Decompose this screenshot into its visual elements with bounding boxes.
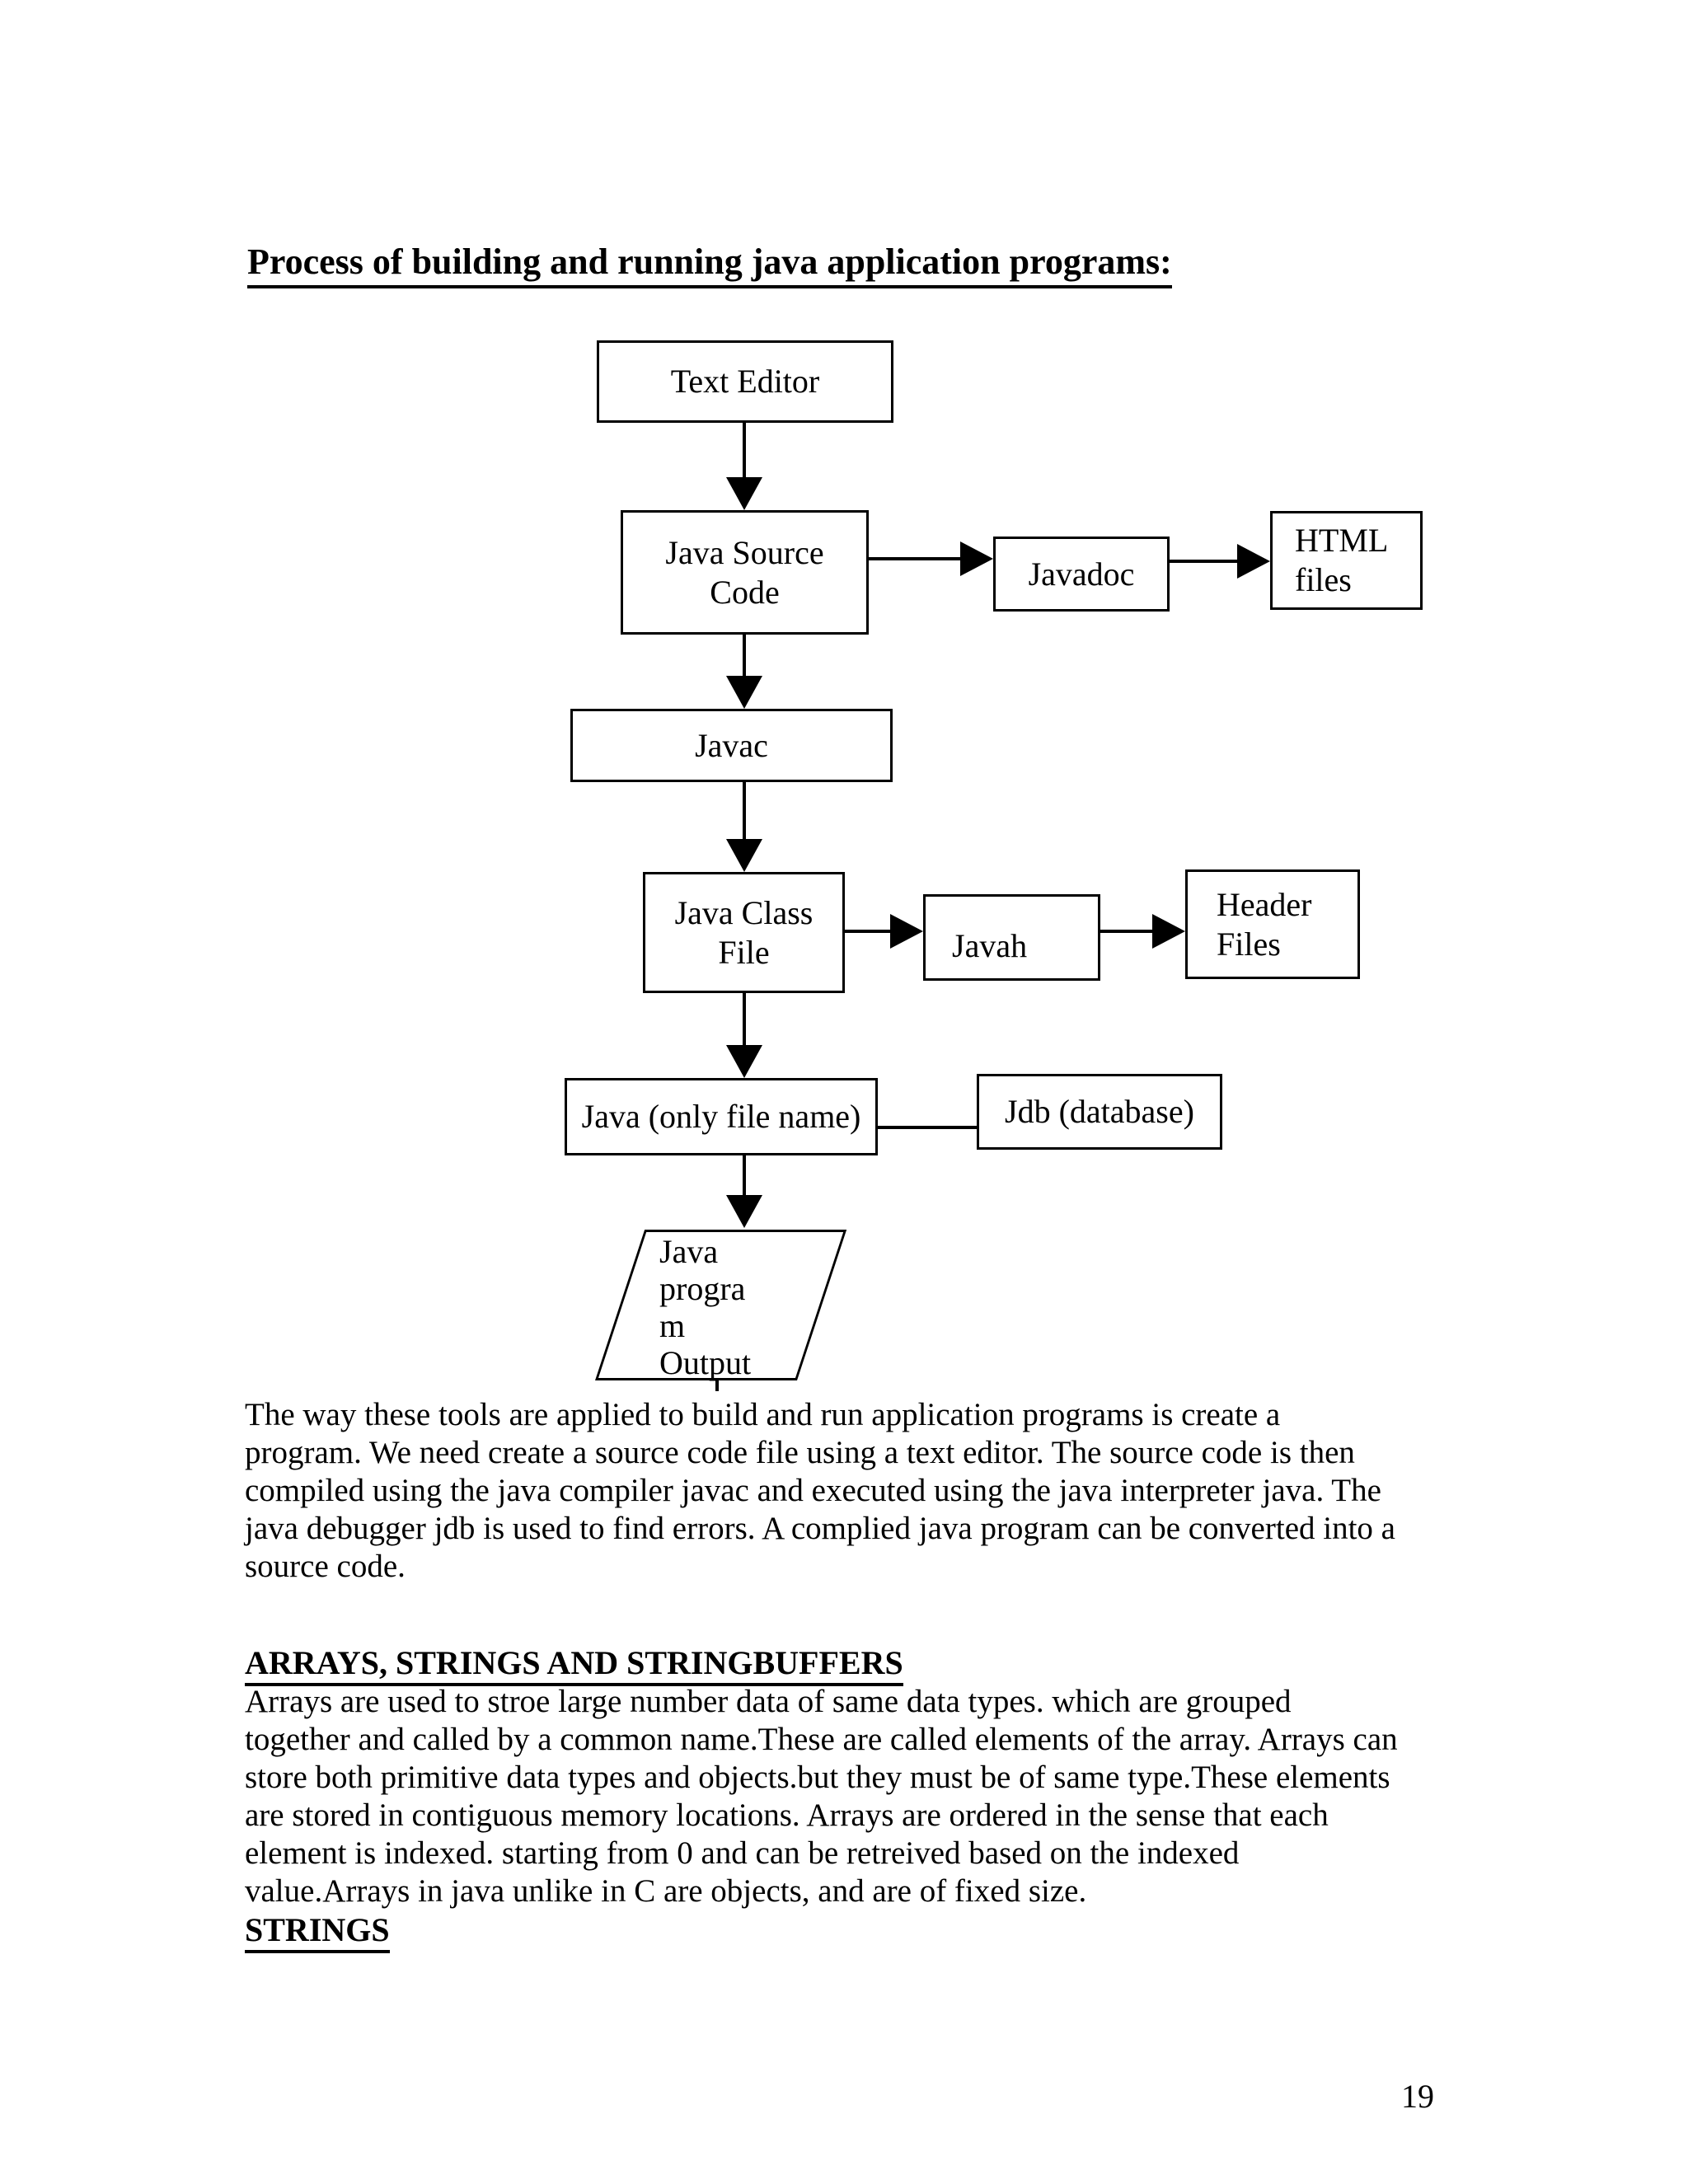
right-arrow-icon bbox=[960, 541, 993, 576]
down-arrow-icon bbox=[726, 839, 762, 872]
down-arrow-icon bbox=[726, 676, 762, 709]
right-arrow-icon bbox=[1237, 544, 1270, 579]
down-arrow-icon bbox=[726, 1195, 762, 1228]
arrow-stem-javah-to-header bbox=[1100, 930, 1154, 933]
program-output-label: Java progra m Output bbox=[659, 1233, 752, 1381]
arrow-stem-javadoc-to-html bbox=[1170, 560, 1239, 563]
arrow-stem-java-to-output bbox=[743, 1155, 746, 1198]
flowchart-box-javac: Javac bbox=[570, 709, 893, 782]
flowchart-box-java-source-code: Java Source Code bbox=[621, 510, 869, 635]
down-arrow-icon bbox=[726, 1045, 762, 1078]
tools-paragraph: The way these tools are applied to build… bbox=[245, 1397, 1395, 1584]
page-title: Process of building and running java app… bbox=[247, 241, 1172, 288]
arrow-stem-source-to-javac bbox=[743, 635, 746, 680]
arrays-heading: ARRAYS, STRINGS AND STRINGBUFFERS bbox=[245, 1643, 903, 1686]
flowchart-box-java-class-file: Java Class File bbox=[643, 872, 845, 993]
right-arrow-icon bbox=[890, 914, 923, 949]
flowchart-box-javadoc: Javadoc bbox=[993, 537, 1170, 612]
parallelogram-bottom-stub bbox=[715, 1380, 719, 1391]
strings-heading: STRINGS bbox=[245, 1910, 390, 1953]
page-number: 19 bbox=[1401, 2078, 1434, 2115]
arrays-paragraph: Arrays are used to stroe large number da… bbox=[245, 1684, 1398, 1909]
arrow-stem-class-to-javah bbox=[845, 930, 892, 933]
arrow-stem-source-to-javadoc bbox=[869, 557, 962, 560]
connector-java-to-jdb bbox=[878, 1126, 977, 1129]
right-arrow-icon bbox=[1152, 914, 1185, 949]
arrow-stem-class-to-java bbox=[743, 993, 746, 1047]
flowchart-box-text-editor: Text Editor bbox=[597, 340, 893, 423]
flowchart-box-jdb: Jdb (database) bbox=[977, 1074, 1222, 1150]
arrow-stem-text-editor-to-source bbox=[743, 423, 746, 482]
flowchart-box-html-files: HTML files bbox=[1270, 511, 1423, 610]
flowchart-box-javah: Javah bbox=[923, 894, 1100, 981]
flowchart-box-header-files: Header Files bbox=[1185, 869, 1360, 979]
arrow-stem-javac-to-class bbox=[743, 782, 746, 843]
flowchart-box-java-interpreter: Java (only file name) bbox=[565, 1078, 878, 1155]
down-arrow-icon bbox=[726, 477, 762, 510]
